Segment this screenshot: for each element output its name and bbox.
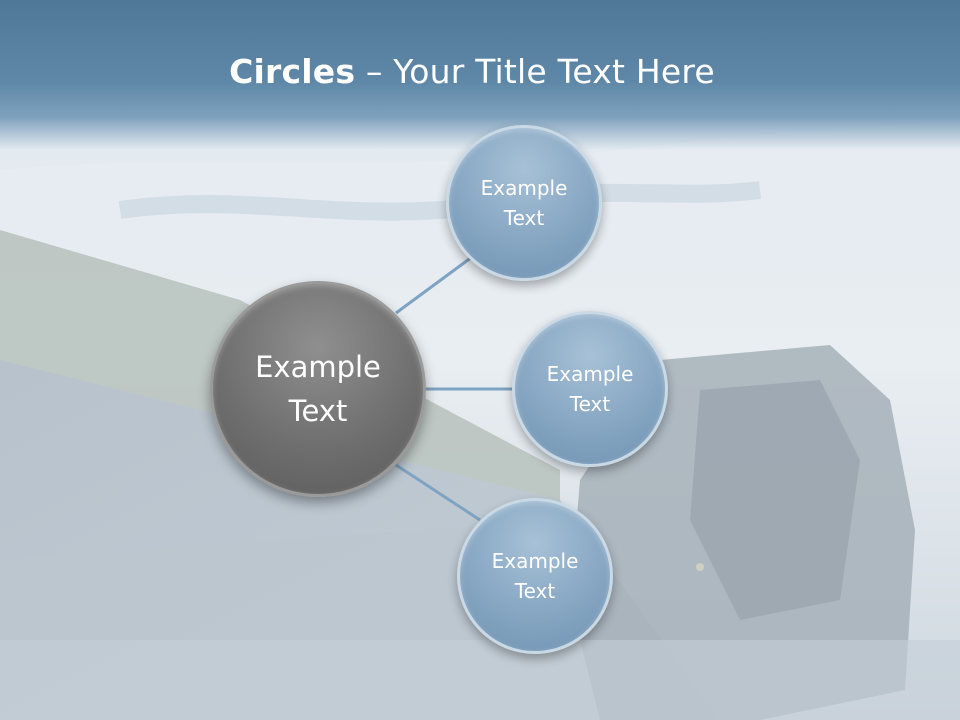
title-band [0,0,960,150]
center-circle: Example Text [210,281,426,497]
slide-title-bold: Circles [229,52,356,91]
center-circle-label: Example Text [255,350,381,428]
satellite-circle-2-label: Example Text [546,362,634,416]
satellite-circle-3: Example Text [457,498,613,654]
connector-line-3 [395,463,481,522]
satellite-circle-2: Example Text [512,311,668,467]
satellite-circle-1: Example Text [446,125,602,281]
satellite-circle-1-label: Example Text [480,176,568,230]
slide-title-rest: – Your Title Text Here [355,52,715,91]
connector-line-1 [395,255,473,315]
satellite-circle-3-label: Example Text [491,549,579,603]
slide-title: Circles – Your Title Text Here [0,52,944,91]
